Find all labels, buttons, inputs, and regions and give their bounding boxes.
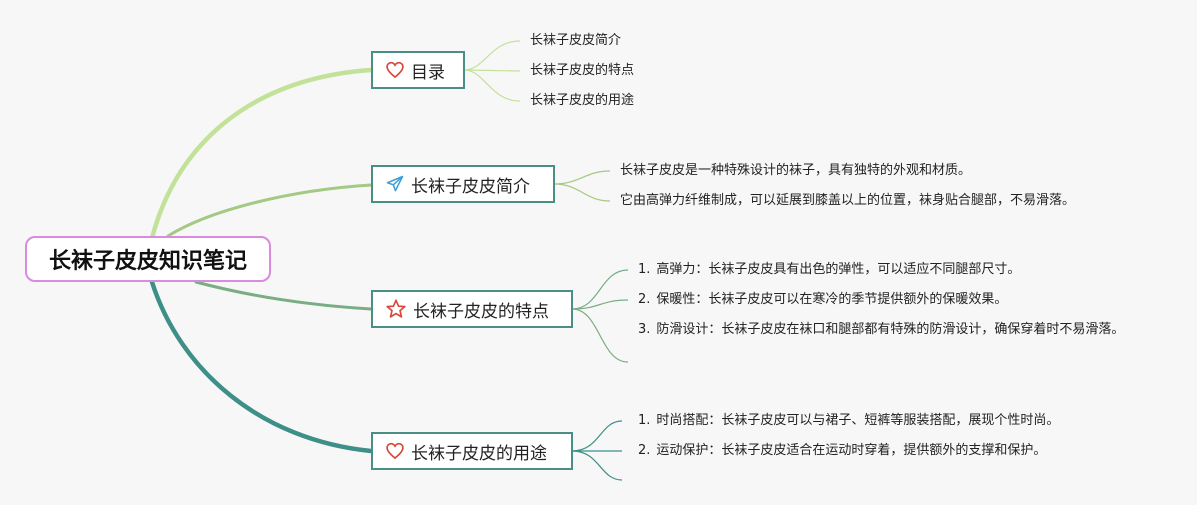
branch-line-uses bbox=[149, 279, 374, 454]
leaf-text: 时尚搭配：长袜子皮皮可以与裙子、短裤等服装搭配，展现个性时尚。 bbox=[656, 413, 1060, 428]
leaf-item[interactable]: 2. 保暖性：长袜子皮皮可以在寒冷的季节提供额外的保暖效果。 bbox=[638, 290, 1007, 310]
leaf-item[interactable]: 2. 运动保护：长袜子皮皮适合在运动时穿着，提供额外的支撑和保护。 bbox=[638, 441, 1046, 461]
star-icon bbox=[386, 299, 406, 318]
leaf-number: 1. bbox=[638, 262, 651, 277]
topic-features[interactable]: 长袜子皮皮的特点 bbox=[371, 290, 573, 328]
branch-line-toc bbox=[149, 67, 374, 241]
leaf-line bbox=[571, 450, 623, 481]
branch-line-features bbox=[194, 280, 373, 311]
topic-uses[interactable]: 长袜子皮皮的用途 bbox=[371, 432, 573, 470]
topic-label: 长袜子皮皮简介 bbox=[411, 176, 530, 197]
topic-label: 长袜子皮皮的特点 bbox=[413, 301, 549, 322]
leaf-text: 保暖性：长袜子皮皮可以在寒冷的季节提供额外的保暖效果。 bbox=[656, 292, 1008, 307]
leaf-item[interactable]: 长袜子皮皮的特点 bbox=[530, 61, 634, 81]
topic-label: 目录 bbox=[411, 62, 445, 83]
leaf-text: 长袜子皮皮简介 bbox=[530, 33, 622, 48]
leaf-number: 2. bbox=[638, 443, 651, 458]
leaf-text: 防滑设计：长袜子皮皮在袜口和腿部都有特殊的防滑设计，确保穿着时不易滑落。 bbox=[656, 322, 1125, 337]
leaf-line bbox=[463, 69, 521, 102]
heart-icon bbox=[386, 442, 404, 460]
leaf-item[interactable]: 长袜子皮皮的用途 bbox=[530, 91, 634, 111]
leaf-line bbox=[571, 269, 629, 310]
leaf-text: 它由高弹力纤维制成，可以延展到膝盖以上的位置，袜身贴合腿部，不易滑落。 bbox=[620, 193, 1076, 208]
leaf-item[interactable]: 它由高弹力纤维制成，可以延展到膝盖以上的位置，袜身贴合腿部，不易滑落。 bbox=[620, 191, 1075, 211]
root-topic-label: 长袜子皮皮知识笔记 bbox=[48, 249, 247, 274]
topic-intro[interactable]: 长袜子皮皮简介 bbox=[371, 165, 555, 203]
leaf-item[interactable]: 长袜子皮皮简介 bbox=[530, 31, 621, 51]
root-topic[interactable]: 长袜子皮皮知识笔记 bbox=[25, 236, 271, 282]
leaf-number: 3. bbox=[638, 322, 651, 337]
topic-label: 长袜子皮皮的用途 bbox=[411, 443, 547, 464]
leaf-text: 长袜子皮皮的用途 bbox=[530, 93, 635, 108]
paper-plane-icon bbox=[386, 175, 404, 192]
leaf-item[interactable]: 3. 防滑设计：长袜子皮皮在袜口和腿部都有特殊的防滑设计，确保穿着时不易滑落。 bbox=[638, 320, 1138, 340]
leaf-item[interactable]: 长袜子皮皮是一种特殊设计的袜子，具有独特的外观和材质。 bbox=[620, 161, 971, 181]
leaf-number: 2. bbox=[638, 292, 651, 307]
leaf-line bbox=[553, 183, 611, 202]
leaf-text: 长袜子皮皮的特点 bbox=[530, 63, 635, 78]
leaf-text: 运动保护：长袜子皮皮适合在运动时穿着，提供额外的支撑和保护。 bbox=[656, 443, 1047, 458]
leaf-text: 高弹力：长袜子皮皮具有出色的弹性，可以适应不同腿部尺寸。 bbox=[656, 262, 1021, 277]
leaf-text: 长袜子皮皮是一种特殊设计的袜子，具有独特的外观和材质。 bbox=[620, 163, 972, 178]
leaf-line bbox=[571, 308, 629, 363]
leaf-line bbox=[571, 299, 629, 310]
leaf-line bbox=[463, 69, 521, 72]
topic-toc[interactable]: 目录 bbox=[371, 51, 465, 89]
leaf-line bbox=[463, 40, 521, 71]
leaf-line bbox=[571, 420, 623, 452]
heart-icon bbox=[386, 61, 404, 79]
leaf-item[interactable]: 1. 时尚搭配：长袜子皮皮可以与裙子、短裤等服装搭配，展现个性时尚。 bbox=[638, 411, 1059, 431]
leaf-line bbox=[553, 170, 611, 185]
leaf-number: 1. bbox=[638, 413, 651, 428]
leaf-item[interactable]: 1. 高弹力：长袜子皮皮具有出色的弹性，可以适应不同腿部尺寸。 bbox=[638, 260, 1020, 280]
branch-line-intro bbox=[166, 183, 373, 238]
